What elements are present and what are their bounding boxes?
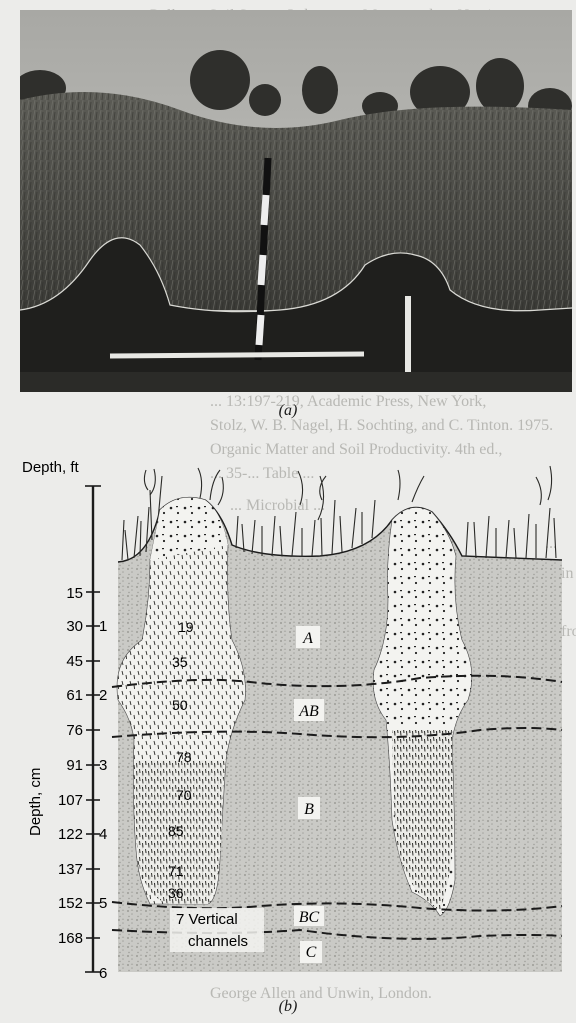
cm-tick-label: 91 xyxy=(66,757,83,774)
ft-tick-label: 1 xyxy=(99,618,107,635)
cm-tick-label: 30 xyxy=(66,618,83,635)
cm-tick-labels: 15 30 45 61 76 91 107 122 137 152 168 xyxy=(58,585,83,947)
horizon-label: B xyxy=(304,801,314,818)
ft-tick-label: 2 xyxy=(99,687,107,704)
cm-tick-label: 76 xyxy=(66,722,83,739)
channels-note-line2: channels xyxy=(188,933,248,950)
ft-tick-labels: 1 2 3 4 5 6 xyxy=(99,618,107,982)
cm-tick-label: 45 xyxy=(66,653,83,670)
horizon-label: BC xyxy=(299,909,320,926)
depth-cm-label: Depth, cm xyxy=(27,768,44,836)
channel-count: 78 xyxy=(176,749,192,765)
horizon-label: AB xyxy=(298,703,319,720)
channel-count: 70 xyxy=(176,787,192,803)
channel-count: 35 xyxy=(172,654,188,670)
channel-count: 85 xyxy=(168,823,184,839)
ft-tick-label: 5 xyxy=(99,895,107,912)
ft-tick-label: 6 xyxy=(99,965,107,982)
cm-tick-label: 107 xyxy=(58,792,83,809)
horizon-label: C xyxy=(306,944,317,961)
cm-tick-label: 122 xyxy=(58,826,83,843)
cm-tick-label: 15 xyxy=(66,585,83,602)
cm-tick-label: 61 xyxy=(66,687,83,704)
cm-tick-label: 152 xyxy=(58,895,83,912)
channels-note-line1: 7 Vertical xyxy=(176,911,238,928)
ft-tick-label: 3 xyxy=(99,757,107,774)
channel-count: 71 xyxy=(168,863,184,879)
channel-count: 50 xyxy=(172,697,188,713)
channel-count: 19 xyxy=(178,619,194,635)
channel-count: 36 xyxy=(168,885,184,901)
horizon-label: A xyxy=(302,630,313,647)
cm-tick-label: 168 xyxy=(58,930,83,947)
depth-ft-label: Depth, ft xyxy=(22,459,80,476)
caption-b: (b) xyxy=(0,998,576,1016)
ft-tick-label: 4 xyxy=(99,826,107,843)
cm-tick-label: 137 xyxy=(58,861,83,878)
